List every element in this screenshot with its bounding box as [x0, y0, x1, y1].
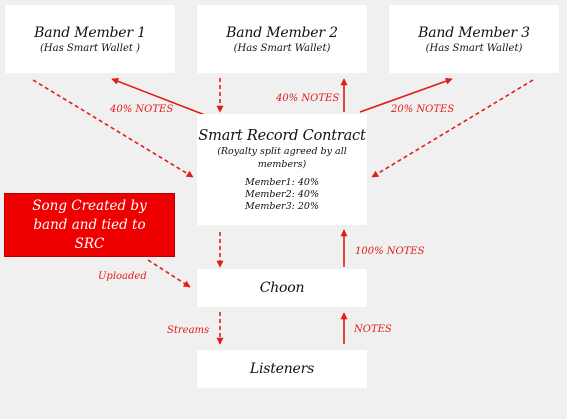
- arrow-member1-to-contract: [32, 79, 194, 178]
- band-member-2-box: Band Member 2 (Has Smart Wallet): [197, 5, 367, 73]
- arrow-song-to-choon: [147, 259, 191, 288]
- member1-notes-label: 40% NOTES: [110, 104, 174, 115]
- contract-split-member2: Member2: 40%: [245, 188, 319, 200]
- band-member-2-title: Band Member 2: [226, 24, 338, 41]
- uploaded-label: Uploaded: [98, 271, 147, 282]
- arrow-contract-to-member3: [359, 77, 453, 113]
- contract-split-member1: Member1: 40%: [245, 176, 319, 188]
- arrow-contract-to-member1: [111, 78, 206, 116]
- band-member-2-subtitle: (Has Smart Wallet): [233, 42, 331, 54]
- contract-title: Smart Record Contract: [198, 127, 366, 144]
- band-member-3-box: Band Member 3 (Has Smart Wallet): [389, 5, 559, 73]
- band-member-3-subtitle: (Has Smart Wallet): [425, 42, 523, 54]
- choon-box: Choon: [197, 269, 367, 307]
- streams-label: Streams: [167, 325, 210, 336]
- listener-notes-label: NOTES: [354, 324, 392, 335]
- member2-notes-label: 40% NOTES: [276, 93, 340, 104]
- band-member-1-box: Band Member 1 (Has Smart Wallet ): [5, 5, 175, 73]
- smart-record-contract-box: Smart Record Contract (Royalty split agr…: [197, 114, 367, 225]
- song-created-label: Song Created by band and tied to SRC: [32, 197, 147, 252]
- choon-notes-label: 100% NOTES: [355, 246, 425, 257]
- song-created-box: Song Created by band and tied to SRC: [4, 193, 175, 257]
- band-member-1-subtitle: (Has Smart Wallet ): [40, 42, 140, 54]
- listeners-box: Listeners: [197, 350, 367, 388]
- member3-notes-label: 20% NOTES: [391, 104, 455, 115]
- listeners-title: Listeners: [249, 361, 315, 377]
- choon-title: Choon: [259, 280, 305, 296]
- band-member-1-title: Band Member 1: [34, 24, 146, 41]
- arrow-member3-to-contract: [371, 79, 534, 178]
- contract-split-member3: Member3: 20%: [245, 200, 319, 212]
- contract-subtitle: (Royalty split agreed by all members): [217, 145, 347, 170]
- band-member-3-title: Band Member 3: [418, 24, 530, 41]
